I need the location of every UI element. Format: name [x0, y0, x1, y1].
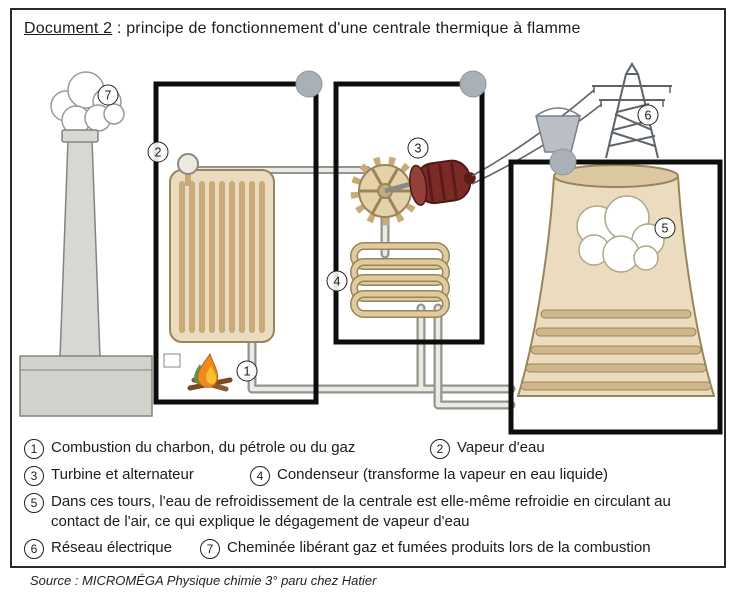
callout-1-combustion: 1	[236, 360, 258, 382]
legend-text-2: Vapeur d'eau	[457, 439, 545, 456]
cooling-tower	[516, 164, 716, 397]
callout-6-reseau: 6	[637, 104, 659, 126]
legend-text-5: Dans ces tours, l'eau de refroidissement…	[51, 493, 671, 530]
diagram-art	[19, 62, 723, 435]
legend-item-vapeur: 2 Vapeur d'eau	[430, 438, 545, 459]
legend-text-7: Cheminée libérant gaz et fumées produits…	[227, 539, 651, 556]
callout-4-condenseur: 4	[326, 270, 348, 292]
cooling-water-pipes	[247, 303, 516, 410]
callout-2-vapeur: 2	[147, 141, 169, 163]
page-title: Document 2 : principe de fonctionnement …	[24, 20, 581, 38]
marker-circle-1	[295, 70, 323, 98]
electric-wires	[471, 89, 603, 185]
legend: 1 Combustion du charbon, du pétrole ou d…	[24, 438, 718, 565]
legend-item-condenseur: 4 Condenseur (transforme la vapeur en ea…	[250, 465, 608, 486]
alternator	[384, 159, 476, 206]
source-credit: Source : MICROMÉGA Physique chimie 3° pa…	[30, 573, 377, 588]
callout-3-turbine: 3	[407, 137, 429, 159]
legend-text-3: Turbine et alternateur	[51, 466, 194, 483]
legend-num-2: 2	[430, 439, 450, 459]
legend-num-4: 4	[250, 466, 270, 486]
annotation-box-tower	[508, 159, 723, 435]
legend-num-3: 3	[24, 466, 44, 486]
callout-7-chimney: 7	[97, 84, 119, 106]
legend-text-4: Condenseur (transforme la vapeur en eau …	[277, 466, 609, 483]
legend-row-2: 3 Turbine et alternateur 4 Condenseur (t…	[24, 465, 718, 486]
title-rest: : principe de fonctionnement d'une centr…	[112, 20, 581, 37]
plant-building	[19, 355, 153, 417]
boiler	[169, 153, 275, 343]
combustion-fire	[163, 352, 233, 392]
legend-text-6: Réseau électrique	[51, 539, 172, 556]
legend-row-1: 1 Combustion du charbon, du pétrole ou d…	[24, 438, 718, 459]
legend-num-1: 1	[24, 439, 44, 459]
legend-num-5: 5	[24, 493, 44, 513]
legend-item-turbine: 3 Turbine et alternateur	[24, 465, 250, 486]
annotation-box-turbine	[333, 81, 485, 345]
tower-steam-cloud	[576, 195, 665, 273]
title-prefix: Document 2	[24, 20, 113, 37]
legend-num-6: 6	[24, 539, 44, 559]
marker-circle-3	[549, 148, 577, 176]
tower-louvers	[520, 309, 712, 391]
legend-row-4: 6 Réseau électrique 7 Cheminée libérant …	[24, 538, 718, 559]
legend-item-reseau: 6 Réseau électrique	[24, 538, 200, 559]
electric-pylon	[592, 62, 672, 159]
legend-text-1: Combustion du charbon, du pétrole ou du …	[51, 439, 356, 456]
legend-item-combustion: 1 Combustion du charbon, du pétrole ou d…	[24, 438, 430, 459]
legend-item-tours: 5 Dans ces tours, l'eau de refroidisseme…	[24, 492, 718, 532]
condenser-coil	[350, 242, 450, 318]
callout-5-tour: 5	[654, 217, 676, 239]
marker-circle-2	[459, 70, 487, 98]
legend-num-7: 7	[200, 539, 220, 559]
steam-drum	[177, 153, 199, 175]
chimney	[59, 129, 101, 359]
annotation-box-boiler	[153, 81, 319, 405]
power-plant-diagram: 7 2 3 6 5 4 1	[14, 58, 724, 438]
legend-item-cheminee: 7 Cheminée libérant gaz et fumées produi…	[200, 538, 651, 559]
legend-row-3: 5 Dans ces tours, l'eau de refroidisseme…	[24, 492, 718, 532]
